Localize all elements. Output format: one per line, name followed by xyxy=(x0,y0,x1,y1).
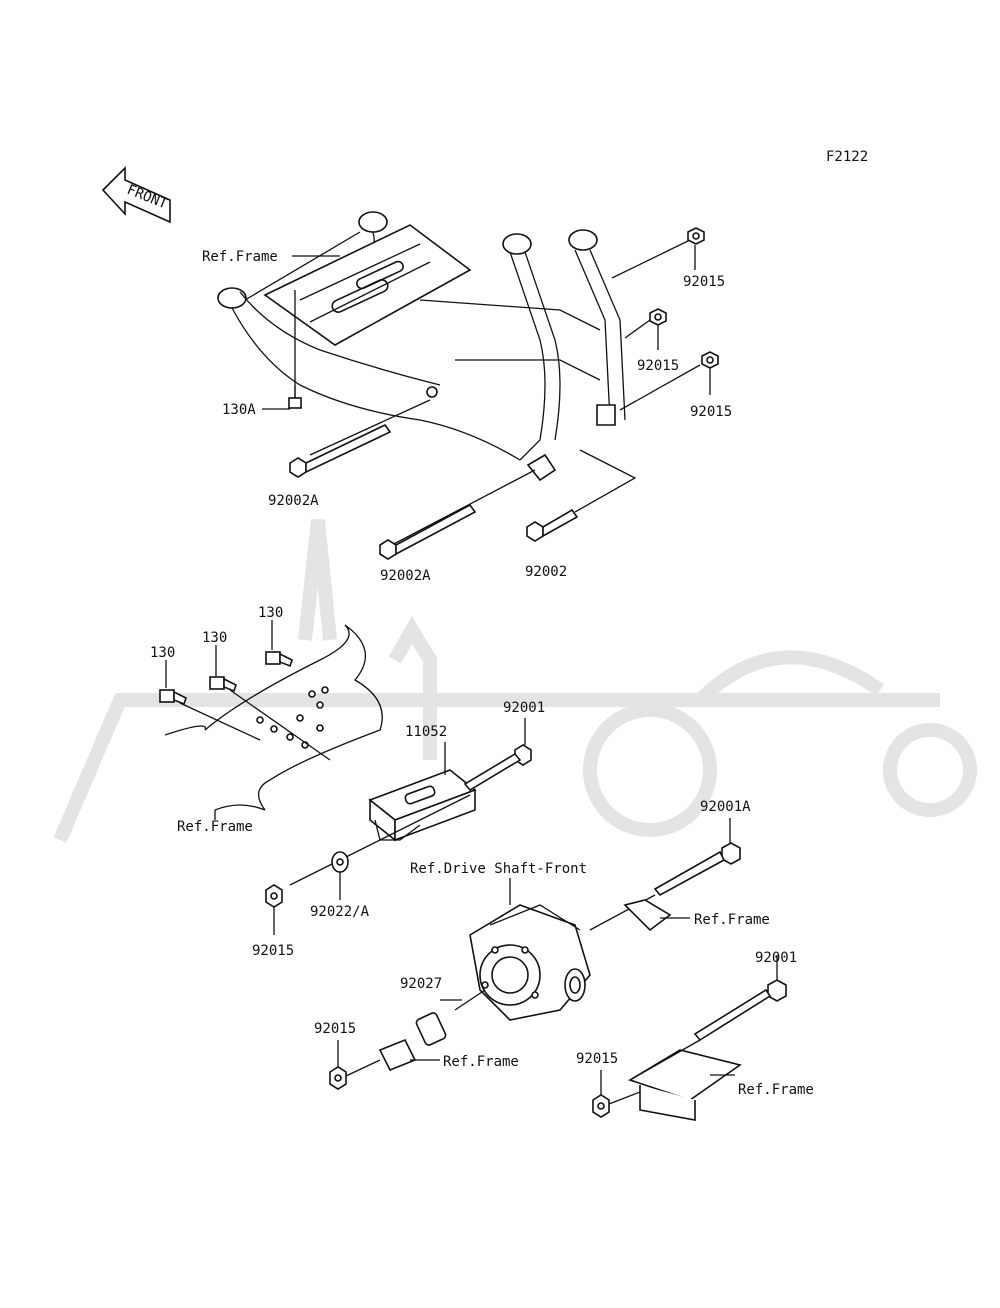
label-92015-a: 92015 xyxy=(683,274,725,290)
front-arrow-label: FRONT xyxy=(125,182,171,213)
label-92015-e: 92015 xyxy=(314,1021,356,1037)
label-130-a: 130 xyxy=(258,605,283,621)
bolt-92002A-left xyxy=(289,423,392,478)
label-ref-frame-mid: Ref.Frame xyxy=(177,819,253,835)
frame-bracket-bottom-right xyxy=(628,1049,742,1121)
bolt-92002A-mid xyxy=(379,503,477,560)
front-differential xyxy=(469,904,591,1021)
label-92015-d: 92015 xyxy=(252,943,294,959)
watermark-logo xyxy=(53,519,977,843)
bolt-130-a xyxy=(265,651,293,668)
label-92002: 92002 xyxy=(525,564,567,580)
label-130A: 130A xyxy=(222,402,256,418)
nut-92015-e xyxy=(329,1066,347,1090)
leader-92015-a xyxy=(611,239,691,279)
leader-92015-c xyxy=(619,364,701,411)
nut-92015-c xyxy=(701,351,719,369)
label-92001A: 92001A xyxy=(700,799,751,815)
leader-92002 xyxy=(574,449,637,513)
frame-bracket-right xyxy=(623,899,672,932)
label-92002A-left: 92002A xyxy=(268,493,319,509)
label-130-c: 130 xyxy=(150,645,175,661)
bolt-130-c xyxy=(159,689,187,706)
front-arrow-icon: FRONT xyxy=(101,166,171,224)
nut-92015-b xyxy=(649,308,667,326)
leader-92002A-mid xyxy=(389,469,536,547)
engine-mount-11052 xyxy=(368,769,477,842)
nut-92015-d xyxy=(265,884,283,908)
leader-92015-b xyxy=(624,319,651,339)
bolt-92001-top xyxy=(463,744,532,792)
label-92015-f: 92015 xyxy=(576,1051,618,1067)
label-92002A-mid: 92002A xyxy=(380,568,431,584)
label-92015-c: 92015 xyxy=(690,404,732,420)
bolt-92002 xyxy=(526,508,579,542)
label-92022A: 92022/A xyxy=(310,904,370,920)
label-ref-frame-bottom-right: Ref.Frame xyxy=(738,1082,814,1098)
nut-92015-f xyxy=(592,1094,610,1118)
collar-92027 xyxy=(415,1012,447,1046)
label-ref-drive-shaft: Ref.Drive Shaft-Front xyxy=(410,861,587,877)
label-11052: 11052 xyxy=(405,724,447,740)
bolt-130A xyxy=(288,385,302,409)
label-ref-frame-top: Ref.Frame xyxy=(202,249,278,265)
frame-assembly-top xyxy=(217,211,626,482)
diagram-code: F2122 xyxy=(826,149,868,165)
label-ref-frame-bottom: Ref.Frame xyxy=(443,1054,519,1070)
label-ref-frame-right: Ref.Frame xyxy=(694,912,770,928)
bolt-92001-bottom xyxy=(693,979,787,1042)
label-92001-bottom: 92001 xyxy=(755,950,797,966)
label-92027: 92027 xyxy=(400,976,442,992)
leader-92002A-left xyxy=(309,399,431,456)
label-92015-b: 92015 xyxy=(637,358,679,374)
frame-bracket-bottom xyxy=(378,1038,417,1072)
label-130-b: 130 xyxy=(202,630,227,646)
bolt-130-b xyxy=(209,676,237,693)
washer-92022A xyxy=(331,851,349,873)
nut-92015-a xyxy=(687,227,705,245)
label-92001-top: 92001 xyxy=(503,700,545,716)
bolt-92001A xyxy=(653,842,741,897)
